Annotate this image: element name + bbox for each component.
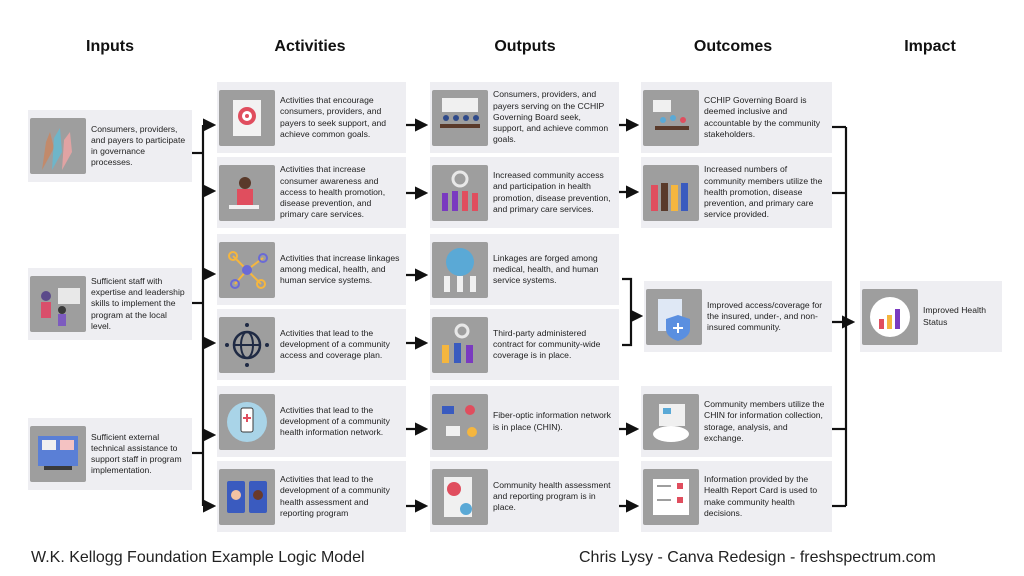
outcome-card-3: Improved access/coverage for the insured… <box>644 281 832 352</box>
activity-text: Activities that lead to the development … <box>280 327 390 361</box>
outcome-text: CCHIP Governing Board is deemed inclusiv… <box>704 95 821 139</box>
input-text: Consumers, providers, and payers to part… <box>91 123 186 168</box>
outcome-text: Information provided by the Health Repor… <box>704 474 818 518</box>
team-gears-icon <box>432 316 488 373</box>
network-nodes-icon <box>219 241 275 298</box>
output-text: Consumers, providers, and payers serving… <box>493 89 609 145</box>
output-card-6: Community health assessment and reportin… <box>430 461 619 532</box>
board-meeting-icon <box>432 89 488 146</box>
output-text: Community health assessment and reportin… <box>493 479 611 513</box>
input-card-staff: Sufficient staff with expertise and lead… <box>28 268 192 340</box>
target-checklist-icon <box>219 89 275 146</box>
outcome-card-2: Increased numbers of community members u… <box>641 157 832 228</box>
output-text: Third-party administered contract for co… <box>493 327 601 361</box>
input-card-governance: Consumers, providers, and payers to part… <box>28 110 192 182</box>
outcome-text: Increased numbers of community members u… <box>704 164 823 220</box>
hand-phone-medical-icon <box>219 393 275 450</box>
activity-card-6: Activities that lead to the development … <box>217 461 406 532</box>
globe-network-icon <box>219 316 275 373</box>
output-card-5: Fiber-optic information network is in pl… <box>430 386 619 457</box>
health-assessment-icon <box>432 468 488 525</box>
activity-card-2: Activities that increase consumer awaren… <box>217 157 406 228</box>
outcome-card-1: CCHIP Governing Board is deemed inclusiv… <box>641 82 832 153</box>
footer-left-caption: W.K. Kellogg Foundation Example Logic Mo… <box>31 549 365 566</box>
person-laptop-icon <box>219 164 275 221</box>
activity-text: Activities that increase consumer awaren… <box>280 164 386 220</box>
activity-card-3: Activities that increase linkages among … <box>217 234 406 305</box>
header-outputs: Outputs <box>494 38 556 55</box>
outcome-card-4: Community members utilize the CHIN for i… <box>641 386 832 457</box>
activity-card-5: Activities that lead to the development … <box>217 386 406 457</box>
activity-text: Activities that lead to the development … <box>280 474 390 518</box>
output-card-3: Linkages are forged among medical, healt… <box>430 234 619 305</box>
medical-devices-icon <box>432 393 488 450</box>
activity-card-1: Activities that encourage consumers, pro… <box>217 82 406 153</box>
output-card-2: Increased community access and participa… <box>430 157 619 228</box>
impact-text: Improved Health Status <box>923 305 987 327</box>
activity-text: Activities that encourage consumers, pro… <box>280 95 387 139</box>
input-text: Sufficient external technical assistance… <box>91 431 182 476</box>
header-impact: Impact <box>904 38 956 55</box>
header-activities: Activities <box>274 38 346 55</box>
outcome-text: Improved access/coverage for the insured… <box>707 299 823 333</box>
input-card-technical: Sufficient external technical assistance… <box>28 418 192 490</box>
output-text: Linkages are forged among medical, healt… <box>493 252 599 286</box>
team-presentation-icon <box>30 276 86 332</box>
activity-text: Activities that lead to the development … <box>280 404 390 438</box>
input-text: Sufficient staff with expertise and lead… <box>91 275 185 331</box>
outcome-card-5: Information provided by the Health Repor… <box>641 461 832 532</box>
stakeholders-meeting-icon <box>643 89 699 146</box>
raised-hands-icon <box>30 118 86 174</box>
impact-card: Improved Health Status <box>860 281 1002 352</box>
video-call-support-icon <box>30 426 86 482</box>
outcome-text: Community members utilize the CHIN for i… <box>704 399 825 443</box>
community-gears-icon <box>432 164 488 221</box>
insurance-shield-icon <box>646 288 702 345</box>
report-card-icon <box>643 468 699 525</box>
cloud-dashboard-icon <box>643 393 699 450</box>
globe-medical-team-icon <box>432 241 488 298</box>
growth-chart-icon <box>862 288 918 345</box>
output-text: Increased community access and participa… <box>493 170 611 214</box>
output-card-4: Third-party administered contract for co… <box>430 309 619 380</box>
output-card-1: Consumers, providers, and payers serving… <box>430 82 619 153</box>
activity-text: Activities that increase linkages among … <box>280 252 400 286</box>
phones-doctors-icon <box>219 468 275 525</box>
header-outcomes: Outcomes <box>693 38 773 55</box>
activity-card-4: Activities that lead to the development … <box>217 309 406 380</box>
community-members-icon <box>643 164 699 221</box>
footer-right-caption: Chris Lysy - Canva Redesign - freshspect… <box>579 549 936 566</box>
output-text: Fiber-optic information network is in pl… <box>493 410 611 432</box>
header-inputs: Inputs <box>86 38 134 55</box>
